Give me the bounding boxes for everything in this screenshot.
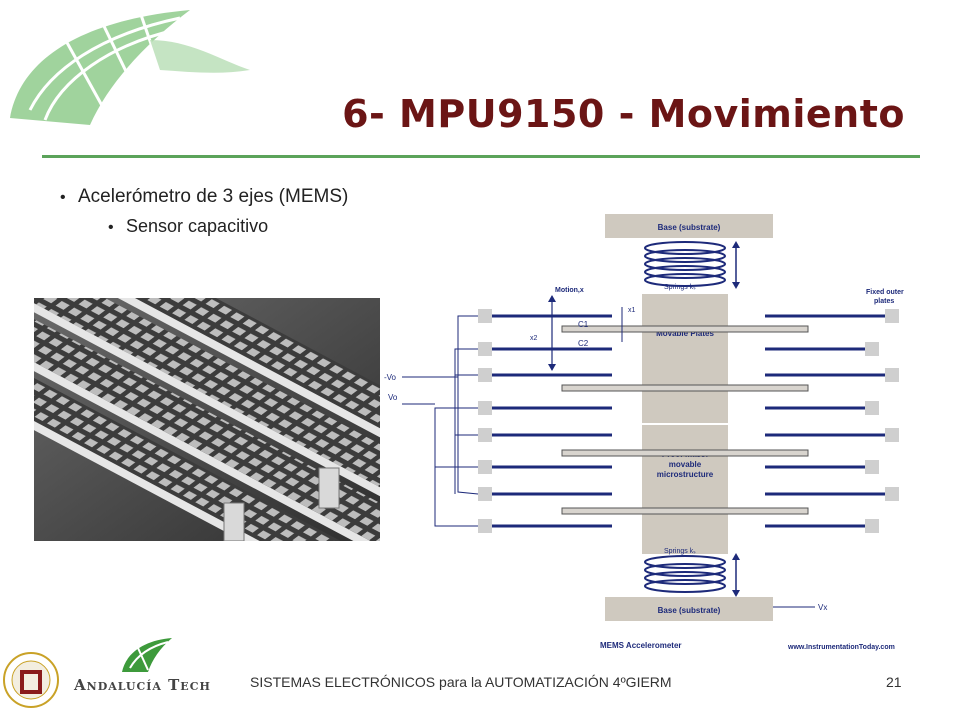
fixed-plate-anchors-left (478, 309, 492, 533)
title-divider (42, 155, 920, 158)
neg-vo-label: -Vo (384, 373, 397, 382)
page-number: 21 (886, 674, 902, 690)
proof-mass-label: microstructure (657, 470, 714, 479)
movable-plates-label: Movable Plates (656, 329, 714, 338)
proof-mass-label: movable (669, 460, 702, 469)
base-substrate-top (605, 214, 773, 238)
base-bottom-label: Base (substrate) (658, 606, 721, 615)
springs-top-label: Springs kₛ (664, 284, 696, 291)
fixed-plates-left (492, 314, 612, 528)
page-title: 6- MPU9150 - Movimiento (342, 92, 905, 136)
decorative-logo (10, 10, 250, 125)
vo-label: Vo (388, 393, 398, 402)
diagram-source: www.InstrumentationToday.com (787, 644, 895, 651)
bullet-text: Sensor capacitivo (126, 216, 269, 236)
bullet-text: Acelerómetro de 3 ejes (MEMS) (78, 186, 349, 207)
vx-label: Vx (818, 603, 827, 612)
fixed-plate-anchors-right (865, 309, 899, 533)
motion-label: Motion,x (555, 287, 584, 294)
bullet-dot-icon: • (60, 189, 66, 206)
wiring (402, 315, 479, 527)
c2-label: C2 (578, 339, 589, 348)
university-crest-logo (3, 652, 59, 708)
x1-label: x1 (628, 307, 636, 314)
fixed-plates-right (765, 314, 885, 528)
bullet-level1: • Acelerómetro de 3 ejes (MEMS) (60, 186, 348, 208)
base-top-label: Base (substrate) (658, 223, 721, 232)
movable-plate-bars (561, 325, 809, 515)
brand-name: Andalucía Tech (74, 676, 211, 694)
spring-top-icon (644, 241, 726, 287)
fixed-outer-plates-label: Fixed outer (866, 289, 904, 296)
spring-bottom-icon (644, 555, 726, 593)
base-substrate-bottom (605, 597, 773, 621)
bullet-level2: • Sensor capacitivo (108, 216, 268, 237)
springs-bottom-label: Springs kₛ (664, 548, 696, 555)
c1-label: C1 (578, 320, 589, 329)
fixed-outer-plates-label: plates (874, 298, 894, 305)
x2-label: x2 (530, 335, 538, 342)
bullet-dot-icon: • (108, 219, 114, 236)
diagram-caption: MEMS Accelerometer (600, 641, 682, 650)
andalucia-tech-logo-icon (122, 638, 172, 672)
footer-text: SISTEMAS ELECTRÓNICOS para la AUTOMATIZA… (250, 674, 672, 690)
mems-accelerometer-diagram: Base (substrate) Springs kₛ Movable Plat… (384, 214, 904, 651)
mems-micrograph-image (34, 298, 380, 541)
